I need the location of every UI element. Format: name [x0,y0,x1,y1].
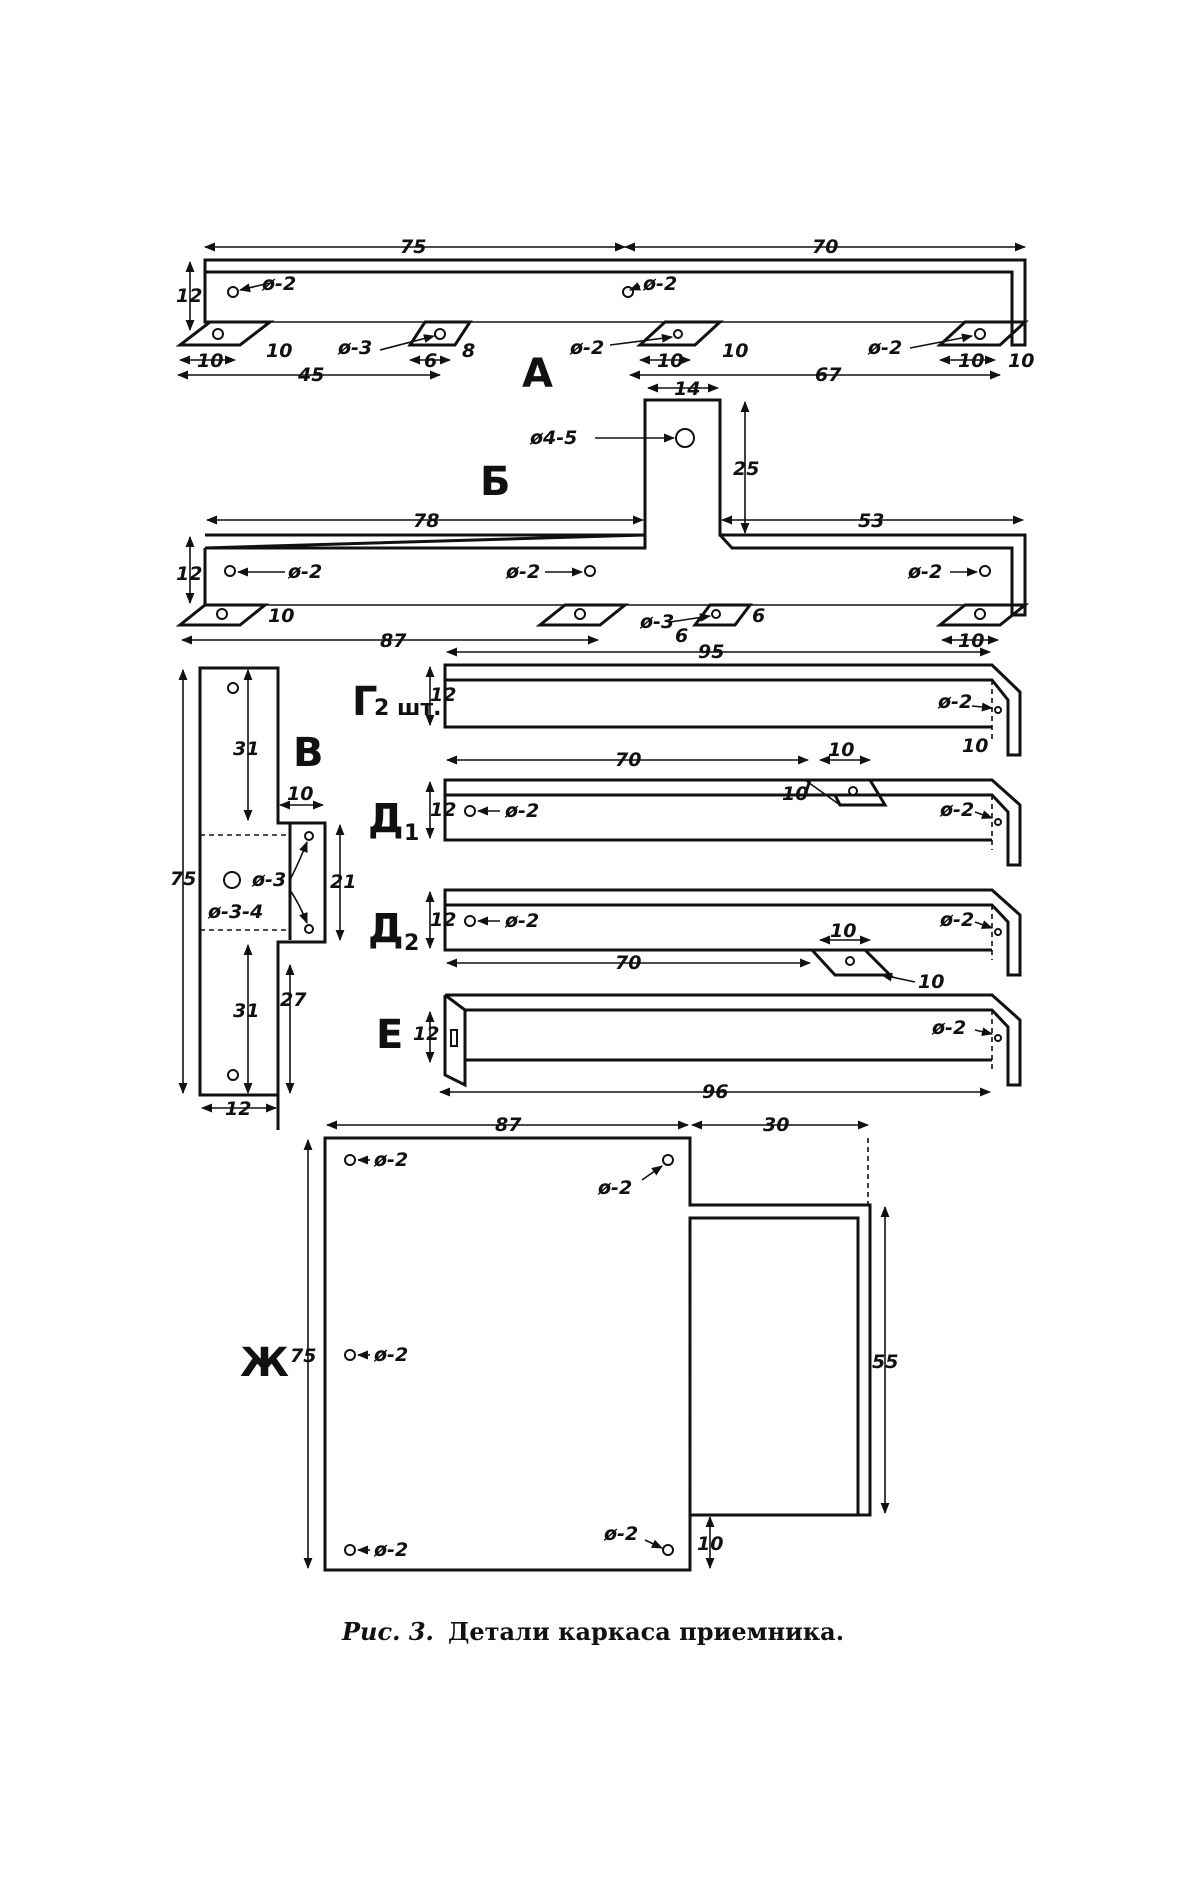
dim-b-left: 78 [413,510,439,532]
hole-b-2: ø-2 [505,561,540,583]
part-e: 96 12 ø-2 Е [376,995,1020,1103]
hole-a-3: ø-3 [337,337,372,359]
label-part-d1: Д [368,796,404,842]
dim-v-lower-r: 27 [280,989,307,1011]
dim-a-bottom-right: 67 [815,364,842,386]
dim-zh-bottom: 10 [697,1533,723,1555]
dim-d1-tab-w: 10 [828,739,854,761]
dim-v-upper: 31 [233,738,259,760]
hole-b-big: ø4-5 [529,427,577,449]
dim-b-tab3a: 6 [675,625,688,647]
dim-a-tab4-h: 10 [1008,350,1034,372]
dim-b-height: 12 [176,563,202,585]
dim-b-tab4: 10 [958,630,984,652]
dim-b-tab1-h: 10 [268,605,294,627]
hole-d2-left: ø-2 [504,910,539,932]
dim-zh-step: 30 [763,1114,789,1136]
dim-a-tab2-h: 8 [462,340,475,362]
dim-v-step: 10 [287,783,313,805]
label-part-e: Е [376,1012,403,1058]
dim-g-len: 95 [698,641,724,663]
hole-zh-bl: ø-2 [373,1539,408,1561]
part-zh: 87 30 75 55 10 ø-2 ø-2 ø-2 ø-2 ø-2 Ж [240,1114,898,1570]
part-b: 14 25 78 53 12 87 10 6 6 10 ø4-5 ø-2 ø-2… [176,378,1025,652]
hole-a-1: ø-2 [261,273,296,295]
dim-d1-pos: 70 [615,749,641,771]
hole-b-1: ø-2 [287,561,322,583]
figure-caption: Рис. 3. Детали каркаса приемника. [341,1617,844,1646]
hole-d2-end: ø-2 [939,909,974,931]
dim-a-tab1-h: 10 [266,340,292,362]
dim-v-width: 12 [225,1098,251,1120]
hole-v-side: ø-3 [251,869,286,891]
hole-d1-end: ø-2 [939,799,974,821]
hole-zh-tl: ø-2 [373,1149,408,1171]
dim-v-total: 75 [170,868,196,890]
label-part-b: Б [480,459,511,505]
part-d1: 70 10 10 12 ø-2 ø-2 Д 1 [368,739,1020,865]
part-d2: 70 10 10 12 ø-2 ø-2 Д 2 [368,890,1020,993]
dim-e-h: 12 [413,1023,439,1045]
label-part-zh: Ж [240,1340,289,1386]
dim-d1-tab-h: 10 [782,783,808,805]
label-part-d2: Д [368,906,404,952]
dim-a-top-right: 70 [812,236,838,258]
hole-zh-tr: ø-2 [597,1177,632,1199]
hole-zh-br: ø-2 [603,1523,638,1545]
hole-b-4: ø-2 [907,561,942,583]
dim-d2-h: 12 [430,909,456,931]
label-part-a: А [522,351,553,397]
hole-v-center: ø-3-4 [207,901,263,923]
dim-b-right: 53 [858,510,884,532]
dim-b-stem-h: 25 [733,458,759,480]
hole-a-5: ø-2 [867,337,902,359]
part-g: 95 12 10 ø-2 Г 2 шт. [352,641,1020,757]
dim-e-len: 96 [702,1081,728,1103]
dim-a-top-left: 75 [400,236,426,258]
hole-a-2: ø-2 [642,273,677,295]
dim-d2-pos: 70 [615,952,641,974]
dim-b-bottom: 87 [380,630,407,652]
caption-text: Детали каркаса приемника. [448,1617,844,1646]
dim-d2-tab-h: 10 [918,971,944,993]
dim-a-tab1: 10 [197,350,223,372]
dim-a-tab3-h: 10 [722,340,748,362]
label-part-d2-sub: 2 [404,931,419,956]
hole-g-end: ø-2 [937,691,972,713]
dim-b-stem-w: 14 [674,378,700,400]
dim-v-mid: 21 [330,871,356,893]
dim-a-tab2: 6 [424,350,437,372]
caption-prefix: Рис. 3. [341,1617,434,1646]
dim-zh-right: 55 [872,1351,898,1373]
part-v: 75 31 31 21 10 27 12 ø-3-4 ø-3 В [170,668,356,1130]
dim-b-tab3b: 6 [752,605,765,627]
hole-zh-ml: ø-2 [373,1344,408,1366]
dim-g-flange: 10 [962,735,988,757]
dim-a-height: 12 [176,285,202,307]
dim-d1-h: 12 [430,799,456,821]
dim-zh-height: 75 [290,1345,316,1367]
label-part-v: В [293,730,324,776]
dim-a-tab3: 10 [657,350,683,372]
hole-b-3: ø-3 [639,611,674,633]
label-part-d1-sub: 1 [404,821,419,846]
dim-d2-tab-w: 10 [830,920,856,942]
dim-a-bottom-left: 45 [297,364,324,386]
hole-a-4: ø-2 [569,337,604,359]
hole-e-end: ø-2 [931,1017,966,1039]
dim-zh-width: 87 [495,1114,522,1136]
part-a: 75 70 12 45 67 10 10 6 8 10 10 10 10 ø-2… [176,236,1034,397]
dim-a-tab4: 10 [958,350,984,372]
label-part-g-qty: 2 шт. [374,696,441,721]
dim-v-lower: 31 [233,1000,259,1022]
hole-d1-left: ø-2 [504,800,539,822]
